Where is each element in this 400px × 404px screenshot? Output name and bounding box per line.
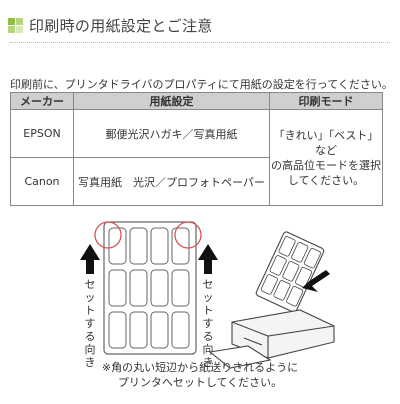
rounded-corner-highlight <box>174 221 202 249</box>
mode-note-line: してください。 <box>287 173 365 187</box>
label-char: る <box>203 330 214 343</box>
table-row: Canon 写真用紙 光沢／プロフォトペーパー <box>10 157 383 206</box>
feed-direction-caption: ※角の丸い短辺から紙送りされるように プリンタへセットしてください。 <box>0 360 400 390</box>
caption-line: プリンタへセットしてください。 <box>117 376 283 389</box>
label-char: セ <box>203 278 214 291</box>
illustration-svg: セ ッ ト す る 向 き <box>80 221 335 369</box>
section-header: 印刷時の用紙設定とご注意 <box>8 14 213 36</box>
label-char: ッ <box>85 291 96 304</box>
label-char: ト <box>85 304 96 317</box>
right-up-arrow-icon <box>198 244 218 274</box>
maker-cell: Canon <box>10 157 74 206</box>
paper-feed-illustration: セ ッ ト す る 向 き <box>0 212 400 400</box>
grid-bullet-icon <box>8 17 23 33</box>
mode-note-line: 「きれい」「ベスト」など <box>273 128 379 157</box>
label-char: き <box>85 356 96 369</box>
left-up-arrow-icon <box>80 244 100 274</box>
rounded-corner-highlight <box>94 221 122 249</box>
mode-note-cell: 「きれい」「ベスト」など の高品位モードを選択 してください。 <box>269 109 383 206</box>
label-char: ト <box>203 304 214 317</box>
label-char: す <box>203 317 214 330</box>
table-row: EPSON 郵便光沢ハガキ／写真用紙 「きれい」「ベスト」など の高品位モードを… <box>10 109 383 206</box>
header-divider <box>10 42 390 43</box>
label-char: ッ <box>203 291 214 304</box>
right-direction-label: セ ッ ト す る 向 き <box>203 278 214 369</box>
maker-cell: EPSON <box>10 109 74 158</box>
label-char: 向 <box>85 342 96 356</box>
label-char: き <box>203 356 214 369</box>
left-direction-label: セ ッ ト す る 向 き <box>85 278 96 369</box>
column-header-mode: 印刷モード <box>269 92 383 110</box>
label-char: る <box>85 330 96 343</box>
label-char: す <box>85 317 96 330</box>
column-header-paper: 用紙設定 <box>73 92 270 110</box>
paper-settings-table: メーカー 用紙設定 印刷モード EPSON 郵便光沢ハガキ／写真用紙 「きれい」… <box>10 92 383 206</box>
sticker-sheet <box>94 221 202 355</box>
label-char: セ <box>85 278 96 291</box>
paper-feed-arrow-icon <box>302 270 330 292</box>
table-header-row: メーカー 用紙設定 印刷モード <box>10 92 383 110</box>
label-char: 向 <box>203 342 214 356</box>
section-title: 印刷時の用紙設定とご注意 <box>29 16 213 35</box>
paper-cell: 郵便光沢ハガキ／写真用紙 <box>73 109 270 158</box>
column-header-maker: メーカー <box>10 92 74 110</box>
intro-text: 印刷前に、プリンタドライバのプロパティにて用紙の設定を行ってください。 <box>10 78 393 91</box>
printer-illustration <box>208 231 335 369</box>
mode-note-line: の高品位モードを選択 <box>271 158 381 172</box>
caption-line: ※角の丸い短辺から紙送りされるように <box>101 361 299 374</box>
paper-cell: 写真用紙 光沢／プロフォトペーパー <box>73 157 270 206</box>
